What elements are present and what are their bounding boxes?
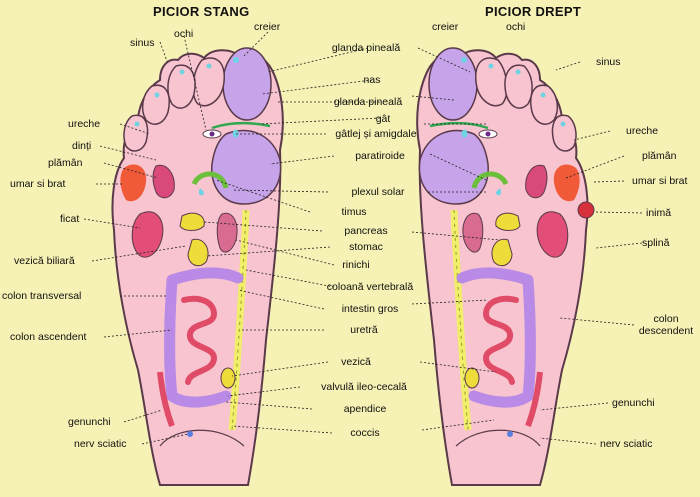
center-label-plexul-solar: plexul solar [351,186,405,198]
left-label-ochi: ochi [174,28,194,40]
leader-lines [83,31,643,445]
center-label-rinichi: rinichi [342,259,370,271]
center-label-intestin-gros: intestin gros [341,303,399,315]
center-label-glanda-pineala-1: glanda pineală [331,42,401,54]
center-label-coloana-vertebrala: coloană vertebrală [326,281,414,293]
left-label-ficat: ficat [60,213,80,225]
left-label-vezica-biliara: vezică biliară [14,255,75,267]
center-label-valvula-ileo-cecala: valvulă ileo-cecală [321,381,407,393]
right-foot [417,48,587,485]
left-foot-title: PICIOR STANG [153,4,250,19]
left-label-nerv-sciatic: nerv sciatic [74,438,127,450]
left-label-colon-transversal: colon transversal [2,290,82,302]
right-label-ochi: ochi [506,21,526,33]
left-label-genunchi: genunchi [68,416,111,428]
right-label-splina: splină [642,237,670,249]
center-label-nas: nas [363,74,381,86]
right-label-umar: umar si brat [632,175,688,187]
right-label-nerv-sciatic: nerv sciatic [600,438,653,450]
left-label-sinus: sinus [130,37,155,49]
right-label-inima: inimă [646,207,672,219]
center-label-gat: gât [375,113,391,125]
center-label-coccis: coccis [350,427,380,439]
left-label-plaman: plămân [48,157,83,169]
center-label-stomac: stomac [349,241,383,253]
right-label-creier: creier [432,21,459,33]
left-label-creier: creier [254,21,281,33]
center-label-apendice: apendice [343,403,387,415]
heart-organ [577,201,595,219]
left-label-dinti: dinți [72,140,92,152]
right-foot-title: PICIOR DREPT [485,4,582,19]
left-foot [112,48,282,485]
right-label-genunchi: genunchi [612,397,655,409]
right-label-colon-descendent: colon descendent [638,313,694,337]
left-label-umar: umar si brat [10,178,66,190]
center-label-gatlej: gâtlej și amigdale [335,128,417,140]
center-label-uretra: uretră [350,324,378,336]
center-label-glanda-pineala-2: glanda pineală [333,96,403,108]
right-label-sinus: sinus [596,56,621,68]
left-label-ureche: ureche [68,118,101,130]
center-label-paratiroide: paratiroide [355,150,405,162]
left-label-colon-ascendent: colon ascendent [10,331,87,343]
right-label-plaman: plămân [642,150,677,162]
center-label-timus: timus [341,206,367,218]
right-label-ureche: ureche [626,125,659,137]
center-label-vezica: vezică [341,356,371,368]
center-label-pancreas: pancreas [344,225,388,237]
